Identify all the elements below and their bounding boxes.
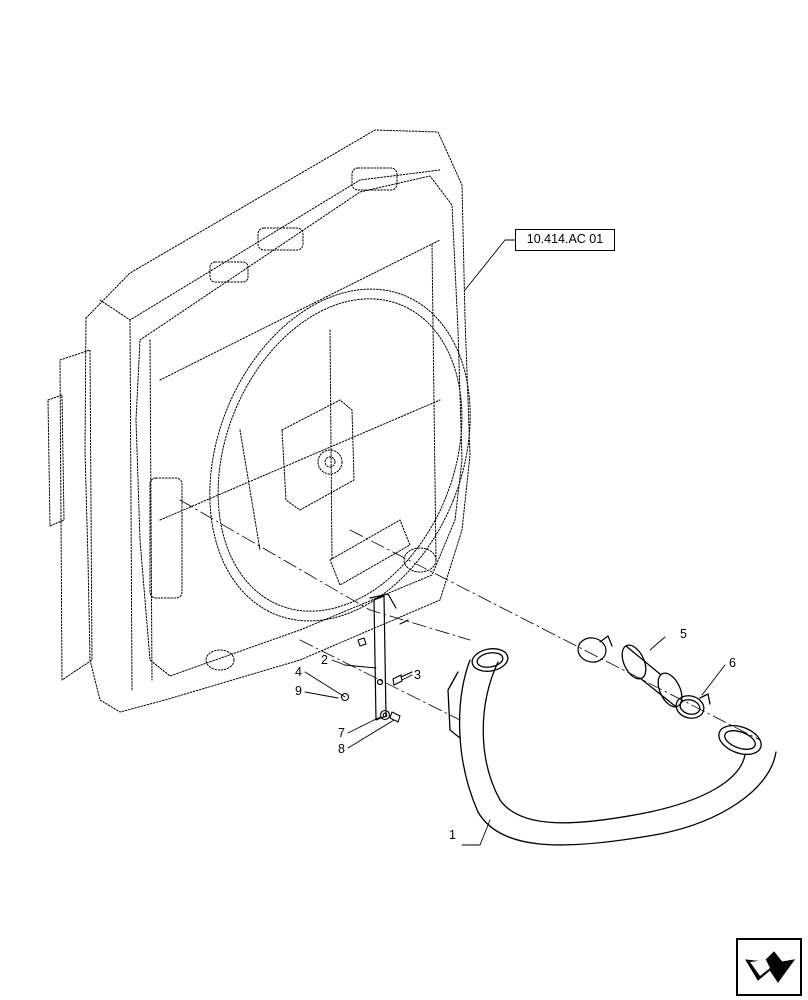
callout-8: 8: [338, 742, 345, 756]
alignment-lines: [179, 499, 761, 741]
clamp-part-6: [675, 693, 711, 719]
reference-label[interactable]: 10.414.AC 01: [515, 229, 615, 251]
callout-3: 3: [414, 668, 421, 682]
radiator-assembly: [47, 129, 471, 713]
bracket-part-2: [369, 593, 397, 721]
callout-5: 5: [680, 627, 687, 641]
callout-9: 9: [295, 684, 302, 698]
callout-7: 7: [338, 726, 345, 740]
hose-part-1: [447, 648, 777, 846]
upper-clamp: [577, 635, 613, 663]
callout-1: 1: [449, 828, 456, 842]
tube-part-5: [621, 644, 683, 708]
callout-2: 2: [321, 653, 328, 667]
leader-lines: [304, 239, 726, 846]
callout-6: 6: [729, 656, 736, 670]
callout-4: 4: [295, 665, 302, 679]
fasteners: [340, 619, 413, 723]
arrow-right-icon[interactable]: [736, 938, 802, 996]
